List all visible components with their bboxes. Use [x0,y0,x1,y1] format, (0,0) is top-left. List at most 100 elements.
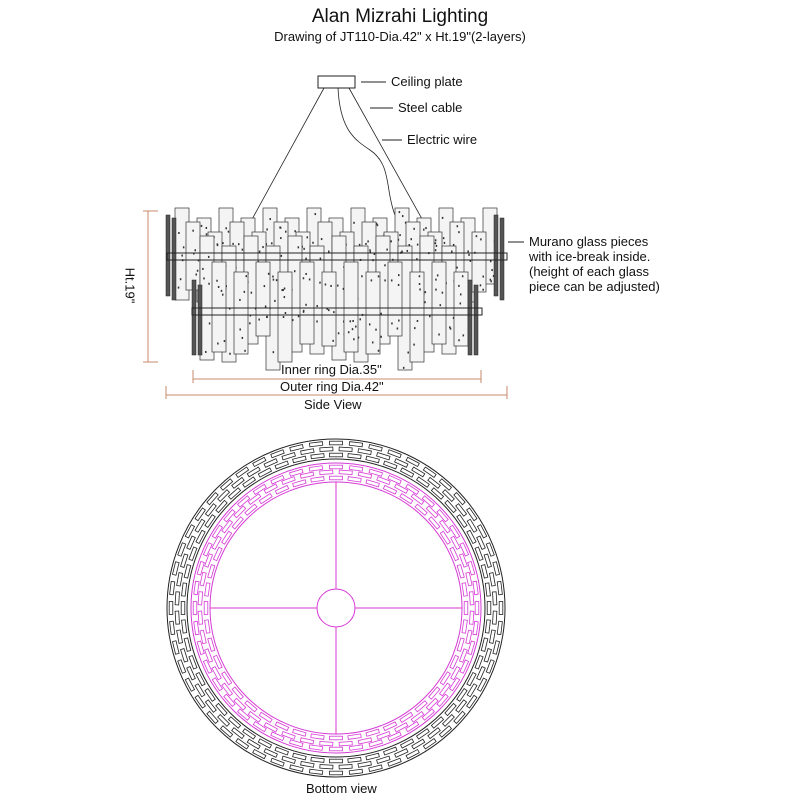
ice-fleck [371,341,374,344]
glass-piece-top [382,721,398,732]
ice-fleck [416,258,418,261]
ice-fleck [368,323,371,326]
glass-piece-top [415,728,430,740]
glass-piece-top [461,619,468,634]
ice-fleck [222,242,224,245]
glass-piece-top [292,752,307,761]
ice-fleck [458,339,460,342]
glass-piece-top [449,524,461,539]
glass-piece-top [474,546,484,561]
glass-piece-top [365,455,380,464]
glass-callout-line: piece can be adjusted) [529,279,660,294]
ice-fleck [192,229,194,232]
ice-fleck [373,253,376,256]
glass-piece-top [176,572,184,587]
glass-piece [431,261,447,345]
glass-piece-top [430,487,445,500]
glass-piece-top [399,711,414,723]
ice-fleck [294,230,296,233]
center-hub [316,588,356,628]
ice-fleck [418,283,421,286]
glass-piece-top [427,727,441,740]
glass-piece-top [244,700,258,713]
glass-piece-top [308,441,324,448]
ice-fleck [424,301,426,304]
ice-fleck [434,242,437,245]
glass-piece-top [376,476,391,486]
glass-piece-top [308,768,324,775]
glass-piece-top [466,518,478,533]
ice-fleck [285,230,287,233]
ice-fleck [407,351,409,354]
glass-piece-top [348,465,364,472]
ice-fleck [436,274,439,277]
glass-piece-top [217,713,231,727]
ice-fleck [302,277,305,280]
glass-piece-top [438,519,451,534]
ice-fleck [434,239,437,242]
glass-piece-top [466,694,478,709]
glass-piece-top [496,620,503,636]
glass-piece-top [444,702,457,717]
ice-fleck [369,251,372,254]
glass-piece [233,271,249,355]
glass-piece-top [329,440,343,446]
ice-fleck [245,275,247,278]
glass-piece-top [456,564,465,579]
glass-piece [387,261,403,337]
glass-piece-top [299,471,315,479]
ice-fleck [397,238,400,241]
ice-fleck [375,328,377,331]
glass-piece-top [483,553,492,568]
glass-piece-top [348,768,364,775]
glass-piece-top [194,518,206,533]
glass-piece-top [177,659,187,674]
ice-fleck [228,307,231,310]
inner-ring-dimension-label: Inner ring Dia.35" [281,362,382,377]
glass-piece-top [455,503,468,517]
electric-wire [337,87,396,216]
glass-piece-top [252,721,267,733]
ice-fleck [492,275,495,278]
edge-glass-piece [473,284,479,356]
glass-piece-top [338,764,353,770]
bottom-view-label: Bottom view [306,781,377,796]
glass-piece-top [319,740,334,747]
glass-piece [409,271,425,363]
glass-piece-top [169,620,176,636]
glass-piece-top [405,748,420,760]
ice-fleck [380,312,382,315]
glass-piece-top [221,682,234,697]
glass-piece-top [252,456,267,468]
ice-fleck [489,260,492,263]
glass-piece-top [197,591,204,606]
ice-fleck [272,351,275,354]
ice-fleck [469,259,472,262]
glass-piece-top [174,610,180,625]
glass-piece-top [203,601,209,615]
ice-fleck [292,319,294,322]
glass-piece-top [421,495,435,508]
glass-piece-top [444,499,457,514]
glass-piece-top [281,730,296,740]
ice-fleck [262,246,264,249]
ice-fleck [414,327,416,330]
outer-ring-dimension-label: Outer ring Dia.42" [280,379,384,394]
ice-fleck [181,254,183,257]
glass-piece-top [281,755,296,764]
ice-fleck [449,327,452,330]
glass-piece-top [474,655,484,670]
glass-piece-top [270,474,285,485]
glass-piece-top [172,640,180,655]
ice-fleck [416,319,419,322]
glass-piece-top [394,748,409,758]
ice-fleck [243,290,246,293]
ice-fleck [332,339,334,342]
ice-fleck [208,282,210,285]
ice-fleck [375,222,378,225]
glass-piece-top [183,564,192,579]
ice-fleck [435,244,438,247]
glass-piece-top [186,666,196,681]
glass-piece-top [472,580,479,596]
